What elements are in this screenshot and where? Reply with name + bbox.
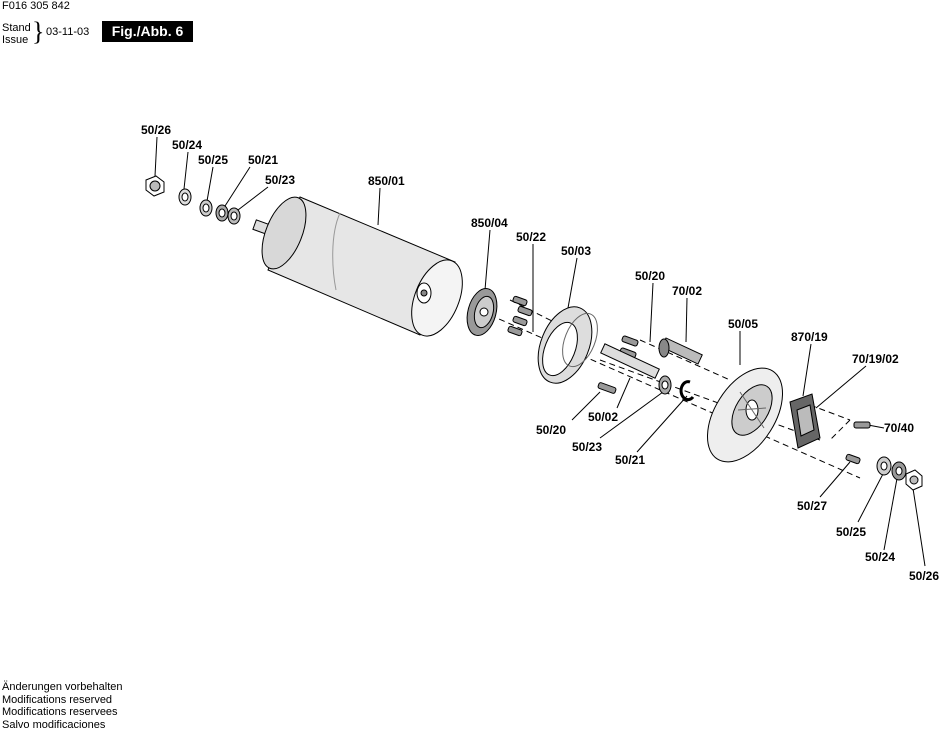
- footer-line-fr: Modifications reservees: [2, 706, 122, 719]
- label-50-25-top: 50/25: [198, 153, 228, 167]
- screw-70-40: [854, 422, 870, 428]
- mounting-bracket-870-19: [790, 394, 820, 448]
- label-50-26-top: 50/26: [141, 123, 171, 137]
- label-70-02: 70/02: [672, 284, 702, 298]
- washer-50-25-left: [200, 200, 212, 216]
- label-50-21-bottom: 50/21: [615, 453, 645, 467]
- label-50-20-bottom: 50/20: [536, 423, 566, 437]
- shaft-50-02: [601, 344, 660, 378]
- label-70-19-02: 70/19/02: [852, 352, 899, 366]
- footer-notice: Änderungen vorbehalten Modifications res…: [2, 681, 122, 731]
- washer-50-23-right: [659, 376, 671, 394]
- footer-line-en: Modifications reserved: [2, 694, 122, 707]
- label-850-01: 850/01: [368, 174, 405, 188]
- label-50-23-bottom: 50/23: [572, 440, 602, 454]
- nut-50-26-left: [146, 176, 164, 196]
- label-870-19: 870/19: [791, 330, 828, 344]
- label-50-21-top: 50/21: [248, 153, 278, 167]
- washer-50-21-left: [216, 205, 228, 221]
- motor-housing-850-01: [253, 191, 472, 343]
- footer-line-de: Änderungen vorbehalten: [2, 681, 122, 694]
- washer-50-23-left: [228, 208, 240, 224]
- planet-carrier-50-05: [692, 355, 798, 475]
- label-50-02: 50/02: [588, 410, 618, 424]
- washer-50-24-right: [892, 462, 906, 480]
- retaining-ring-50-21-right: [681, 382, 693, 400]
- label-50-20-top: 50/20: [635, 269, 665, 283]
- screws-50-22: [507, 296, 532, 336]
- label-50-27: 50/27: [797, 499, 827, 513]
- label-50-24-top: 50/24: [172, 138, 202, 152]
- label-70-40: 70/40: [884, 421, 914, 435]
- label-50-22: 50/22: [516, 230, 546, 244]
- footer-line-es: Salvo modificaciones: [2, 719, 122, 731]
- gear-850-04: [462, 285, 501, 339]
- pinion-shaft-70-02: [659, 338, 702, 364]
- nut-50-26-right: [906, 470, 922, 490]
- washer-50-24-left: [179, 189, 191, 205]
- label-50-05: 50/05: [728, 317, 758, 331]
- label-850-04: 850/04: [471, 216, 508, 230]
- washer-50-25-right: [877, 457, 891, 475]
- label-50-23-top: 50/23: [265, 173, 295, 187]
- label-50-24-bottom: 50/24: [865, 550, 895, 564]
- screw-50-27: [845, 454, 860, 464]
- ring-gear-50-03: [528, 299, 605, 391]
- label-50-03: 50/03: [561, 244, 591, 258]
- label-50-25-bottom: 50/25: [836, 525, 866, 539]
- label-50-26-bottom: 50/26: [909, 569, 939, 583]
